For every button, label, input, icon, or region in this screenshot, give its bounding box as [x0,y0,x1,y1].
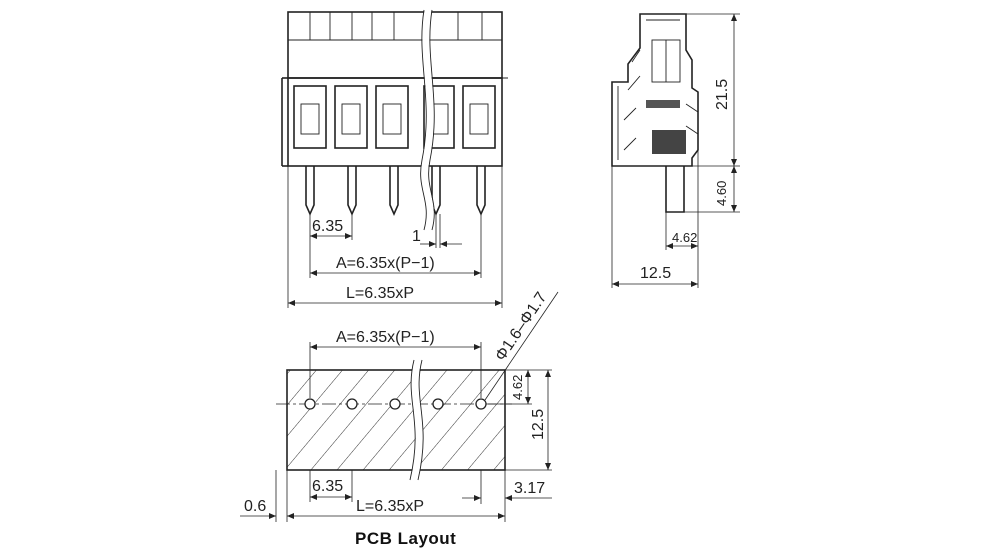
pcb-layout-title: PCB Layout [355,529,456,548]
pcb-holes [304,398,487,410]
pcb-pitch-dim: 6.35 [312,478,343,495]
front-a-dim: A=6.35x(P−1) [336,255,435,272]
front-l-dim: L=6.35xP [346,285,414,302]
front-pitch-dim: 6.35 [312,218,343,235]
side-depth-dim: 12.5 [640,265,671,282]
pcb-l-dim: L=6.35xP [356,498,424,515]
front-pin-dim: 1 [412,228,421,245]
side-view: 21.5 4.60 4.62 12.5 [611,13,740,288]
break-line [421,9,434,231]
pins [305,166,486,216]
pcb-layout: A=6.35x(P−1) Φ1.6–Φ1.7 4.62 12.5 6.35 3.… [240,289,559,548]
terminal-windows [293,85,496,149]
pcb-edge-dim: 0.6 [244,498,266,515]
side-height-dim: 21.5 [714,79,731,110]
side-pin-length-dim: 4.60 [714,181,729,206]
pcb-offset-dim: 4.62 [510,375,525,400]
side-offset-dim: 4.62 [672,230,697,245]
pcb-end-dim: 3.17 [514,480,545,497]
pcb-depth-dim: 12.5 [530,409,547,440]
pcb-a-dim: A=6.35x(P−1) [336,329,435,346]
front-view: 6.35 1 A=6.35x(P−1) L=6.35xP [281,9,508,308]
pcb-hole-dim: Φ1.6–Φ1.7 [492,289,550,364]
